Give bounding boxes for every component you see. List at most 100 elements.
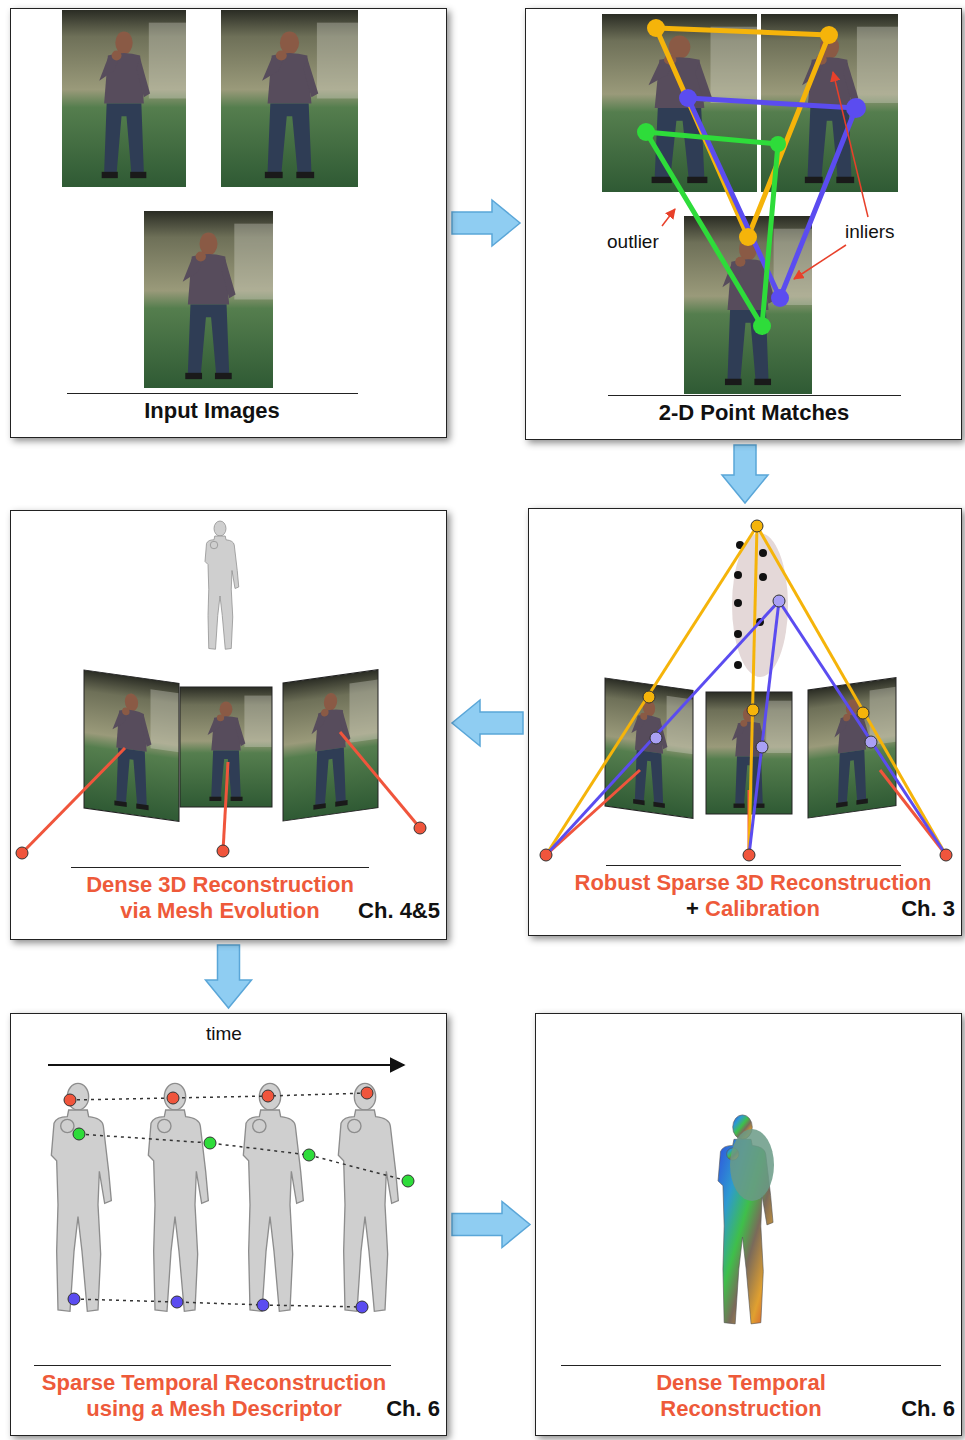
- track-points: [171, 1296, 183, 1308]
- temporal-meshes: [51, 1083, 111, 1311]
- temporal-meshes: [148, 1083, 208, 1311]
- ray-points: [747, 704, 759, 716]
- dense-photos: [84, 670, 378, 822]
- process-panel: Robust Sparse 3D Reconstruction+Calibrat…: [528, 508, 962, 936]
- temporal-meshes: [338, 1083, 398, 1311]
- chapter-label: Ch. 4&5: [358, 898, 440, 923]
- caption-text: 2-D Point Matches: [659, 400, 850, 425]
- ray-points: [940, 849, 952, 861]
- caption-rule: [608, 395, 901, 396]
- panel-caption: Dense Temporal Reconstruction: [641, 1370, 841, 1421]
- track-points: [64, 1094, 76, 1106]
- ray-points: [643, 691, 655, 703]
- dense-cameras: [16, 847, 28, 859]
- match-photos: [602, 14, 898, 394]
- caption-text: Robust Sparse 3D Reconstruction: [575, 870, 932, 895]
- time-arrow: [48, 1065, 404, 1066]
- camera-rays: [749, 601, 779, 855]
- camera-rays: [779, 601, 946, 855]
- caption-rule: [561, 1365, 941, 1366]
- track-points: [257, 1299, 269, 1311]
- dense-mesh: [205, 521, 239, 649]
- track-points: [204, 1137, 216, 1149]
- caption-text: Sparse Temporal Reconstruction using a M…: [42, 1370, 386, 1420]
- track-lines: [70, 1093, 408, 1307]
- panel-caption: 2-D Point Matches: [574, 400, 934, 425]
- caption-rule: [34, 1365, 391, 1366]
- track-points: [167, 1092, 179, 1104]
- track-points: [402, 1175, 414, 1187]
- match-lines: [646, 28, 856, 326]
- caption-rule: [67, 393, 358, 394]
- caption-text: Dense Temporal Reconstruction: [656, 1370, 826, 1420]
- track-lines: [74, 1299, 362, 1307]
- panel-caption: Sparse Temporal Reconstruction using a M…: [24, 1370, 404, 1421]
- callout-label: inliers: [845, 221, 895, 243]
- caption-text: Input Images: [144, 398, 280, 423]
- dense-photos: [283, 670, 378, 821]
- flow-arrow: [452, 1202, 530, 1248]
- ray-points: [650, 732, 662, 744]
- dense-photos: [84, 670, 179, 821]
- panel-caption: Robust Sparse 3D Reconstruction+Calibrat…: [553, 870, 953, 921]
- caption-text: Calibration: [705, 896, 820, 921]
- match-points: [637, 123, 655, 141]
- track-points: [262, 1090, 274, 1102]
- ray-points: [857, 707, 869, 719]
- flow-arrow: [452, 200, 520, 246]
- sparse-cloud: [734, 571, 742, 579]
- track-points: [68, 1293, 80, 1305]
- callout-label: outlier: [607, 231, 659, 253]
- match-points: [771, 289, 789, 307]
- track-points: [303, 1149, 315, 1161]
- chapter-label: Ch. 6: [386, 1396, 440, 1421]
- ray-points: [773, 595, 785, 607]
- leader-arrows: [662, 209, 675, 226]
- panel-caption: Input Images: [32, 398, 392, 423]
- track-points: [356, 1301, 368, 1313]
- match-points: [846, 98, 866, 118]
- input-photos: [62, 10, 358, 388]
- dense-cameras: [217, 845, 229, 857]
- callout-label: time: [206, 1023, 242, 1045]
- caption-line: Dense Temporal Reconstruction: [641, 1370, 841, 1421]
- match-points: [739, 228, 757, 246]
- track-points: [361, 1087, 373, 1099]
- input-photos: [221, 10, 358, 187]
- input-photos: [144, 211, 273, 388]
- chapter-label: Ch. 6: [901, 1396, 955, 1421]
- calibrated-photos: [605, 678, 693, 818]
- match-points: [679, 89, 697, 107]
- camera-rays: [757, 526, 946, 855]
- ray-points: [865, 736, 877, 748]
- flow-arrow: [206, 945, 252, 1008]
- dense-mesh: [205, 521, 239, 649]
- match-points: [647, 19, 665, 37]
- calibrated-photos: [605, 678, 693, 818]
- process-panel: 2-D Point Matches: [525, 8, 962, 440]
- chapter-label: Ch. 3: [901, 896, 955, 921]
- input-photos: [62, 10, 186, 187]
- caption-text: +: [686, 896, 699, 921]
- process-panel: Sparse Temporal Reconstruction using a M…: [10, 1013, 447, 1436]
- caption-rule: [606, 865, 901, 866]
- process-panel: Dense Temporal ReconstructionCh. 6: [535, 1013, 962, 1436]
- sparse-cloud: [734, 630, 742, 638]
- caption-rule: [71, 867, 369, 868]
- track-points: [73, 1128, 85, 1140]
- caption-line: Sparse Temporal Reconstruction using a M…: [24, 1370, 404, 1421]
- process-panel: Dense 3D Reconstruction via Mesh Evoluti…: [10, 510, 447, 940]
- track-points: [64, 1087, 414, 1313]
- caption-line: +Calibration: [553, 896, 953, 921]
- ray-points: [743, 849, 755, 861]
- match-points: [753, 317, 771, 335]
- flow-arrow: [722, 445, 768, 503]
- track-lines: [70, 1093, 367, 1100]
- temporal-meshes: [51, 1083, 398, 1311]
- camera-rays: [546, 526, 946, 855]
- sparse-cloud: [734, 661, 742, 669]
- ray-points: [756, 741, 768, 753]
- caption-line: Dense 3D Reconstruction via Mesh Evoluti…: [75, 872, 365, 923]
